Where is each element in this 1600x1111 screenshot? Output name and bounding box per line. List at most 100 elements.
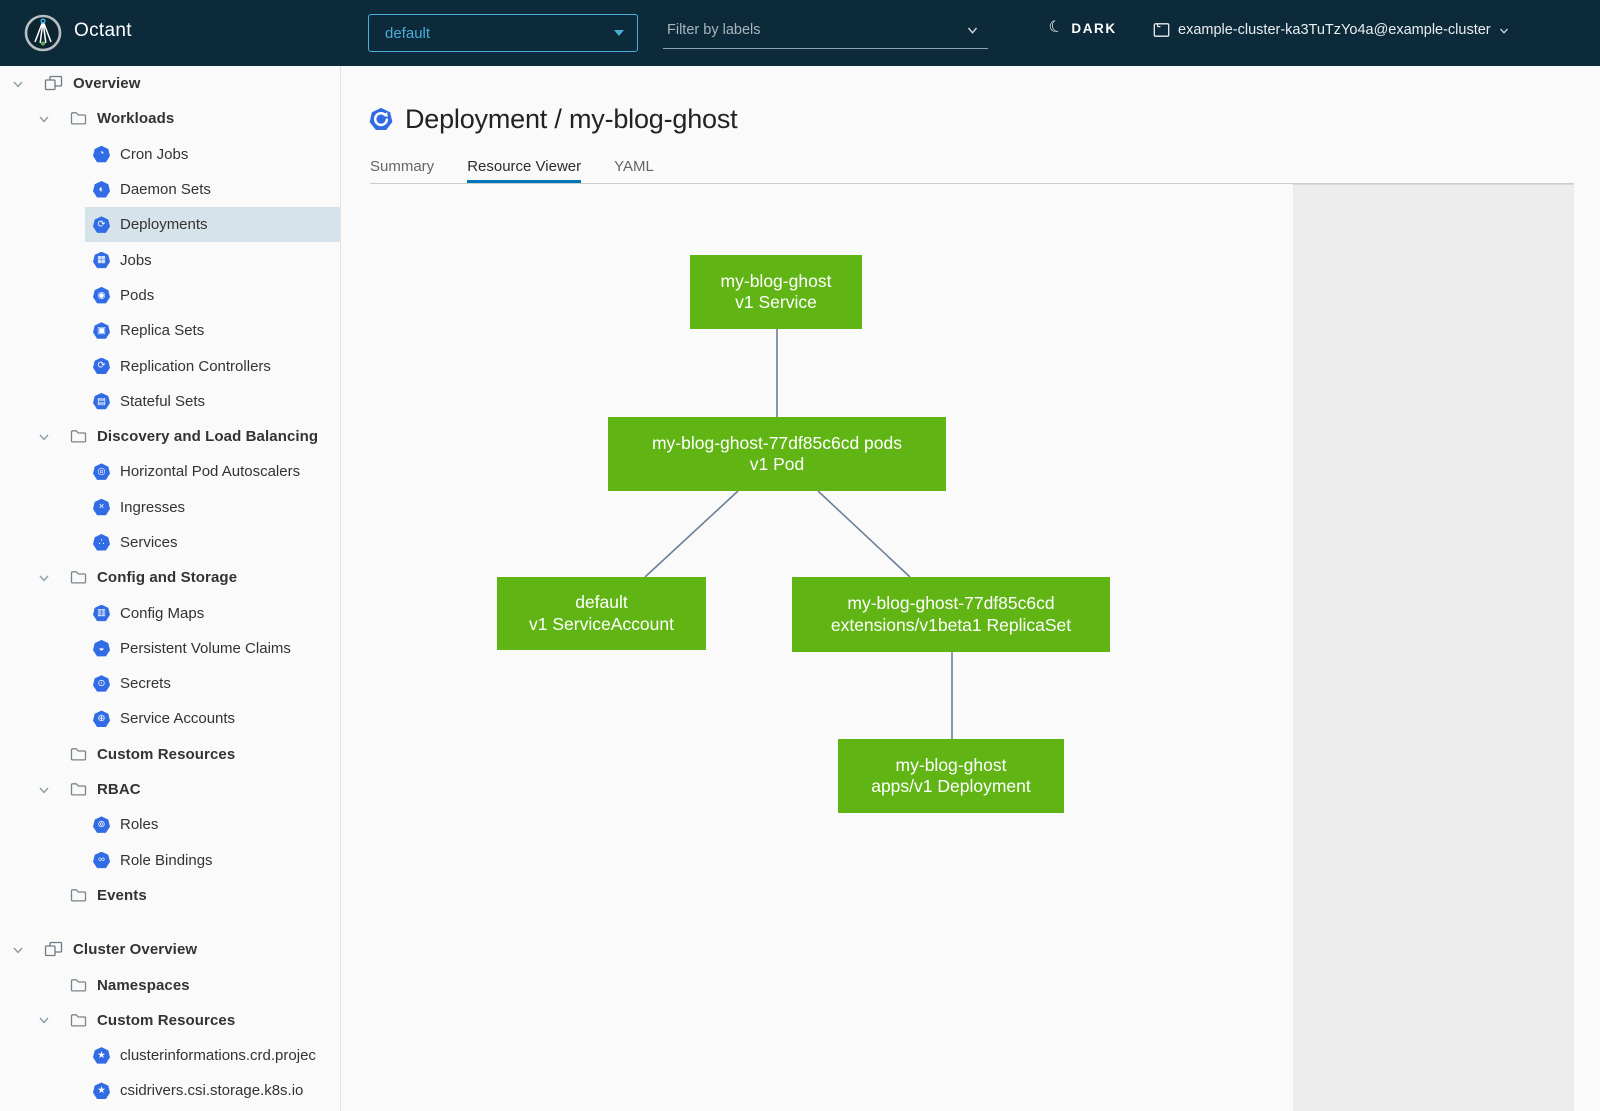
sidebar-item-label: Role Bindings xyxy=(120,851,213,869)
folder-icon xyxy=(70,111,87,126)
k8s-pod-icon: ◉ xyxy=(93,286,110,304)
sidebar-item-persistent-volume-claims[interactable]: ◒ Persistent Volume Claims xyxy=(0,631,340,666)
sidebar-item-clusterinformations-crd-projec[interactable]: ★clusterinformations.crd.projec xyxy=(0,1038,340,1073)
sidebar-item-cron-jobs[interactable]: ◔ Cron Jobs xyxy=(0,137,340,172)
sidebar-item-label: Stateful Sets xyxy=(120,392,206,410)
k8s-crd-icon: ★ xyxy=(93,1082,110,1099)
chevron-down-icon[interactable] xyxy=(36,1012,52,1028)
sidebar-item-overview[interactable]: Overview xyxy=(0,66,340,101)
k8s-deployment-icon: ⟳ xyxy=(93,216,110,233)
title-row: Deployment / my-blog-ghost xyxy=(368,104,738,135)
sidebar-item-label: Services xyxy=(120,534,178,551)
page-title: Deployment / my-blog-ghost xyxy=(405,104,738,134)
moon-icon: ☾ xyxy=(1047,17,1066,38)
folder-icon xyxy=(70,888,87,903)
k8s-daemonset-icon: ◐ xyxy=(93,181,110,198)
sidebar-item-config-maps[interactable]: ▥Config Maps xyxy=(0,595,340,630)
k8s-service-icon: ∴ xyxy=(93,534,110,551)
sidebar-item-services[interactable]: ∴ Services xyxy=(0,525,340,560)
sidebar-item-label: Namespaces xyxy=(97,976,190,994)
sidebar-item-label: Service Accounts xyxy=(120,710,236,728)
chevron-down-icon[interactable] xyxy=(10,942,26,958)
applications-icon xyxy=(44,941,63,958)
sidebar-item-label: Persistent Volume Claims xyxy=(120,639,291,657)
sidebar-item-replica-sets[interactable]: ▣Replica Sets xyxy=(0,313,340,348)
sidebar-item-label: csidrivers.csi.storage.k8s.io xyxy=(120,1082,304,1100)
chevron-down-icon[interactable] xyxy=(36,111,52,127)
chevron-down-icon[interactable] xyxy=(10,76,26,92)
sidebar-item-label: Pods xyxy=(120,286,155,304)
k8s-cronjob-icon: ◔ xyxy=(93,145,110,163)
sidebar-item-label: Discovery and Load Balancing xyxy=(97,428,319,446)
sidebar-item-replication-controllers[interactable]: ⟳Replication Controllers xyxy=(0,348,340,383)
k8s-replicaset-icon: ▣ xyxy=(93,322,110,339)
sidebar-item-csidrivers-csi-storage-k8s-io[interactable]: ★ csidrivers.csi.storage.k8s.io xyxy=(0,1073,340,1108)
sidebar-item-label: Config Maps xyxy=(120,604,205,622)
sidebar-item-deployments[interactable]: ⟳ Deployments xyxy=(0,207,340,243)
filter-labels-input[interactable]: Filter by labels xyxy=(663,12,988,49)
sidebar-item-label: Deployments xyxy=(120,216,208,234)
app-name: Octant xyxy=(74,20,132,41)
k8s-hpa-icon: ◎ xyxy=(93,463,110,480)
sidebar-item-discovery-and-load-balancing[interactable]: Discovery and Load Balancing xyxy=(0,419,340,454)
graph-node-label: my-blog-ghost-77df85c6cd pods xyxy=(651,432,902,453)
theme-toggle-label: DARK xyxy=(1071,20,1117,36)
sidebar-item-label: Cron Jobs xyxy=(120,145,189,163)
chevron-down-icon[interactable] xyxy=(36,570,52,586)
sidebar-item-daemon-sets[interactable]: ◐ Daemon Sets xyxy=(0,172,340,207)
tab-yaml[interactable]: YAML xyxy=(614,158,654,175)
sidebar-item-horizontal-pod-autoscalers[interactable]: ◎ Horizontal Pod Autoscalers xyxy=(0,454,340,489)
sidebar-item-label: Workloads xyxy=(97,110,175,128)
theme-toggle[interactable]: ☾ DARK xyxy=(1047,17,1117,38)
k8s-secret-icon: ⊙ xyxy=(93,675,110,692)
sidebar-item-label: Jobs xyxy=(120,251,152,269)
graph-node-label: apps/v1 Deployment xyxy=(871,776,1031,796)
chevron-down-icon[interactable] xyxy=(36,782,52,798)
k8s-serviceaccount-icon: ⊕ xyxy=(93,710,110,727)
folder-icon xyxy=(70,429,87,444)
sidebar-item-namespaces[interactable]: Namespaces xyxy=(0,967,340,1002)
folder-icon xyxy=(70,570,87,585)
folder-icon xyxy=(70,978,87,993)
sidebar-item-jobs[interactable]: ▦Jobs xyxy=(0,242,340,277)
sidebar-item-roles[interactable]: ⊚Roles xyxy=(0,807,340,842)
graph-node-label: extensions/v1beta1 ReplicaSet xyxy=(830,614,1072,635)
sidebar-item-cluster-overview[interactable]: Cluster Overview xyxy=(0,932,340,967)
sidebar-item-config-and-storage[interactable]: Config and Storage xyxy=(0,560,340,595)
sidebar-item-custom-resources[interactable]: Custom Resources xyxy=(0,1003,340,1038)
cluster-icon xyxy=(1153,23,1170,37)
tab-summary[interactable]: Summary xyxy=(370,158,435,175)
graph-node-label: my-blog-ghost xyxy=(895,754,1007,775)
sidebar-item-label: Config and Storage xyxy=(97,569,238,587)
sidebar-item-pods[interactable]: ◉ Pods xyxy=(0,278,340,313)
sidebar-item-label: Custom Resources xyxy=(97,745,236,763)
sidebar-item-custom-resources[interactable]: Custom Resources xyxy=(0,737,340,772)
sidebar-item-ingresses[interactable]: ×Ingresses xyxy=(0,490,340,525)
cluster-context-menu[interactable]: example-cluster-ka3TuTzYo4a@example-clus… xyxy=(1153,22,1509,38)
sidebar-item-role-bindings[interactable]: ∞Role Bindings xyxy=(0,843,340,878)
k8s-replicationcontroller-icon: ⟳ xyxy=(93,357,110,375)
folder-icon xyxy=(70,782,87,797)
chevron-down-icon[interactable] xyxy=(36,429,52,445)
sidebar-item-events[interactable]: Events xyxy=(0,878,340,913)
sidebar-item-rbac[interactable]: RBAC xyxy=(0,772,340,807)
sidebar-item-label: Horizontal Pod Autoscalers xyxy=(120,463,301,481)
tab-resource-viewer[interactable]: Resource Viewer xyxy=(467,157,582,183)
sidebar-item-service-accounts[interactable]: ⊕ Service Accounts xyxy=(0,701,340,736)
sidebar-section-gap xyxy=(0,913,340,932)
main-content: Deployment / my-blog-ghost Summary Resour… xyxy=(341,66,1600,1111)
applications-icon xyxy=(44,75,63,92)
sidebar-item-workloads[interactable]: Workloads xyxy=(0,101,340,136)
k8s-crd-icon: ★ xyxy=(93,1047,110,1064)
sidebar-item-stateful-sets[interactable]: ▤Stateful Sets xyxy=(0,384,340,419)
namespace-select[interactable]: default xyxy=(368,14,638,52)
sidebar-item-secrets[interactable]: ⊙Secrets xyxy=(0,666,340,701)
folder-icon xyxy=(70,747,87,762)
sidebar-item-label: Daemon Sets xyxy=(120,181,211,199)
k8s-pvc-icon: ◒ xyxy=(93,639,110,657)
